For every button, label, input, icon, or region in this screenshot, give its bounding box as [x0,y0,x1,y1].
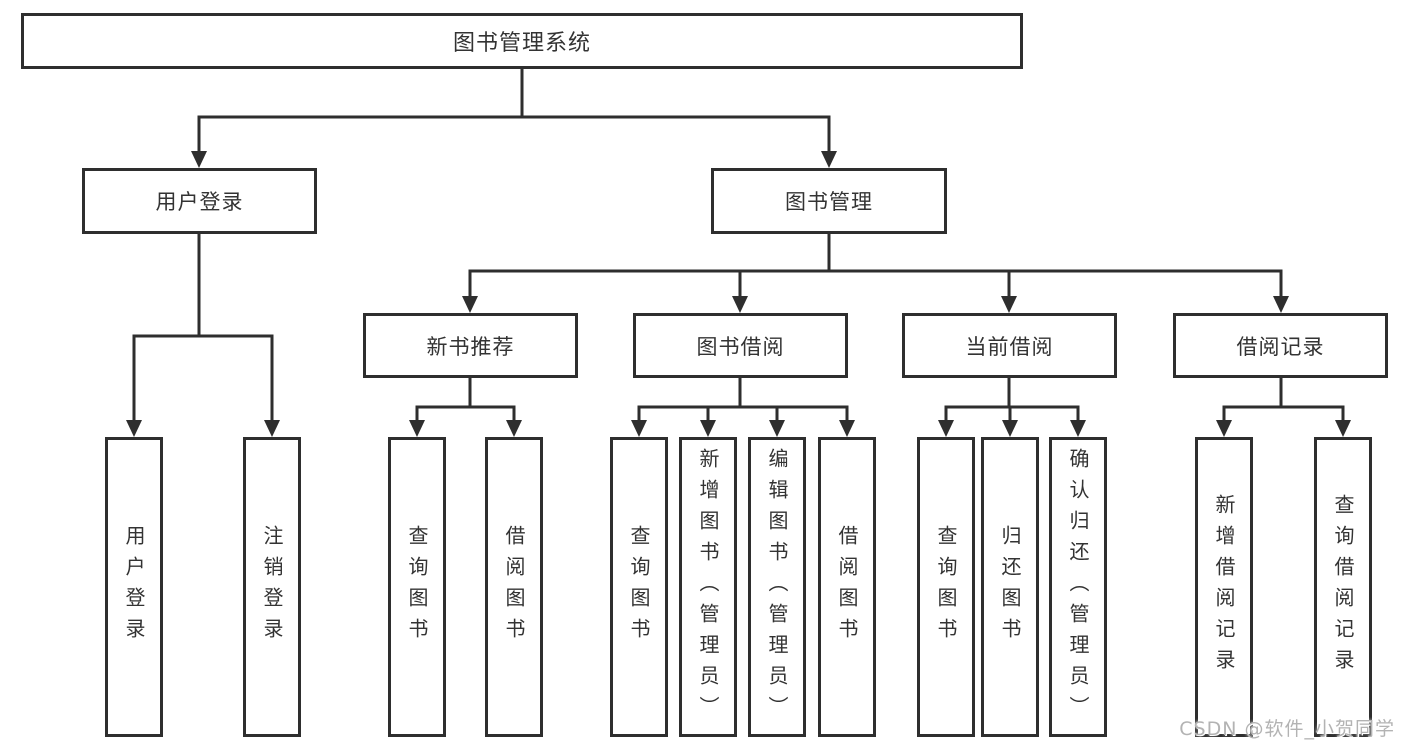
leaf-confirm-return-admin: 确认归还（管理员） [1049,437,1107,737]
leaf-edit-book-admin: 编辑图书（管理员） [748,437,806,737]
node-label: 借阅记录 [1236,334,1325,359]
leaf-borrow-books-recommend: 借阅图书 [485,437,543,737]
leaf-query-books-recommend: 查询图书 [388,437,446,737]
leaf-query-borrow-record: 查询借阅记录 [1314,437,1372,737]
node-label: 图书管理系统 [452,31,591,56]
node-book-management: 图书管理 [711,168,947,234]
node-label: 图书管理 [785,190,873,214]
leaf-return-book: 归还图书 [981,437,1039,737]
leaf-query-books-borrow: 查询图书 [610,437,668,737]
node-label: 当前借阅 [965,334,1054,359]
leaf-logout: 注销登录 [243,437,301,737]
leaf-borrow-books: 借阅图书 [818,437,876,737]
node-label: 新书推荐 [426,334,515,359]
leaf-add-borrow-record: 新增借阅记录 [1195,437,1253,737]
leaf-user-login: 用户登录 [105,437,163,737]
node-borrow-records: 借阅记录 [1173,313,1388,378]
node-book-borrow: 图书借阅 [633,313,848,378]
leaf-query-books-current: 查询图书 [917,437,975,737]
leaf-add-book-admin: 新增图书（管理员） [679,437,737,737]
node-user-login: 用户登录 [82,168,317,234]
node-label: 用户登录 [155,190,244,214]
csdn-watermark: CSDN @软件_小贺同学 [1179,718,1395,740]
node-new-book-recommend: 新书推荐 [363,313,578,378]
node-label: 图书借阅 [696,334,785,359]
node-library-management-system: 图书管理系统 [21,13,1023,69]
node-current-borrow: 当前借阅 [902,313,1117,378]
